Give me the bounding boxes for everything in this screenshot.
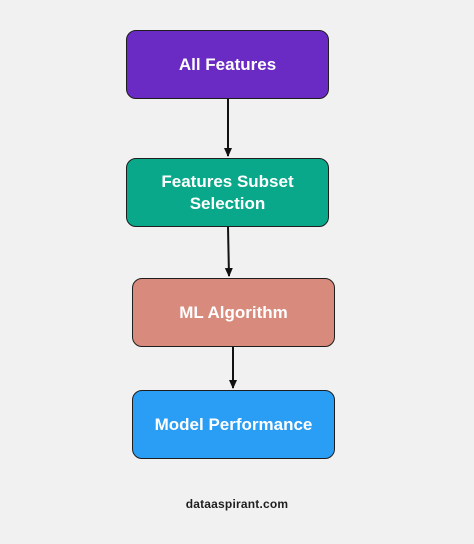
node-label: Model Performance bbox=[154, 414, 313, 434]
node-label: All Features bbox=[178, 54, 277, 74]
source-watermark: dataaspirant.com bbox=[185, 497, 289, 511]
node-label: ML Algorithm bbox=[179, 302, 288, 322]
node-ml-algorithm: ML Algorithm bbox=[132, 278, 335, 347]
arrow-subset-selection-to-ml-algorithm bbox=[224, 226, 233, 277]
node-label: Features Subset Selection bbox=[161, 171, 294, 213]
node-all-features: All Features bbox=[126, 30, 329, 99]
node-model-performance: Model Performance bbox=[132, 390, 335, 459]
node-features-subset-selection: Features Subset Selection bbox=[126, 158, 329, 227]
